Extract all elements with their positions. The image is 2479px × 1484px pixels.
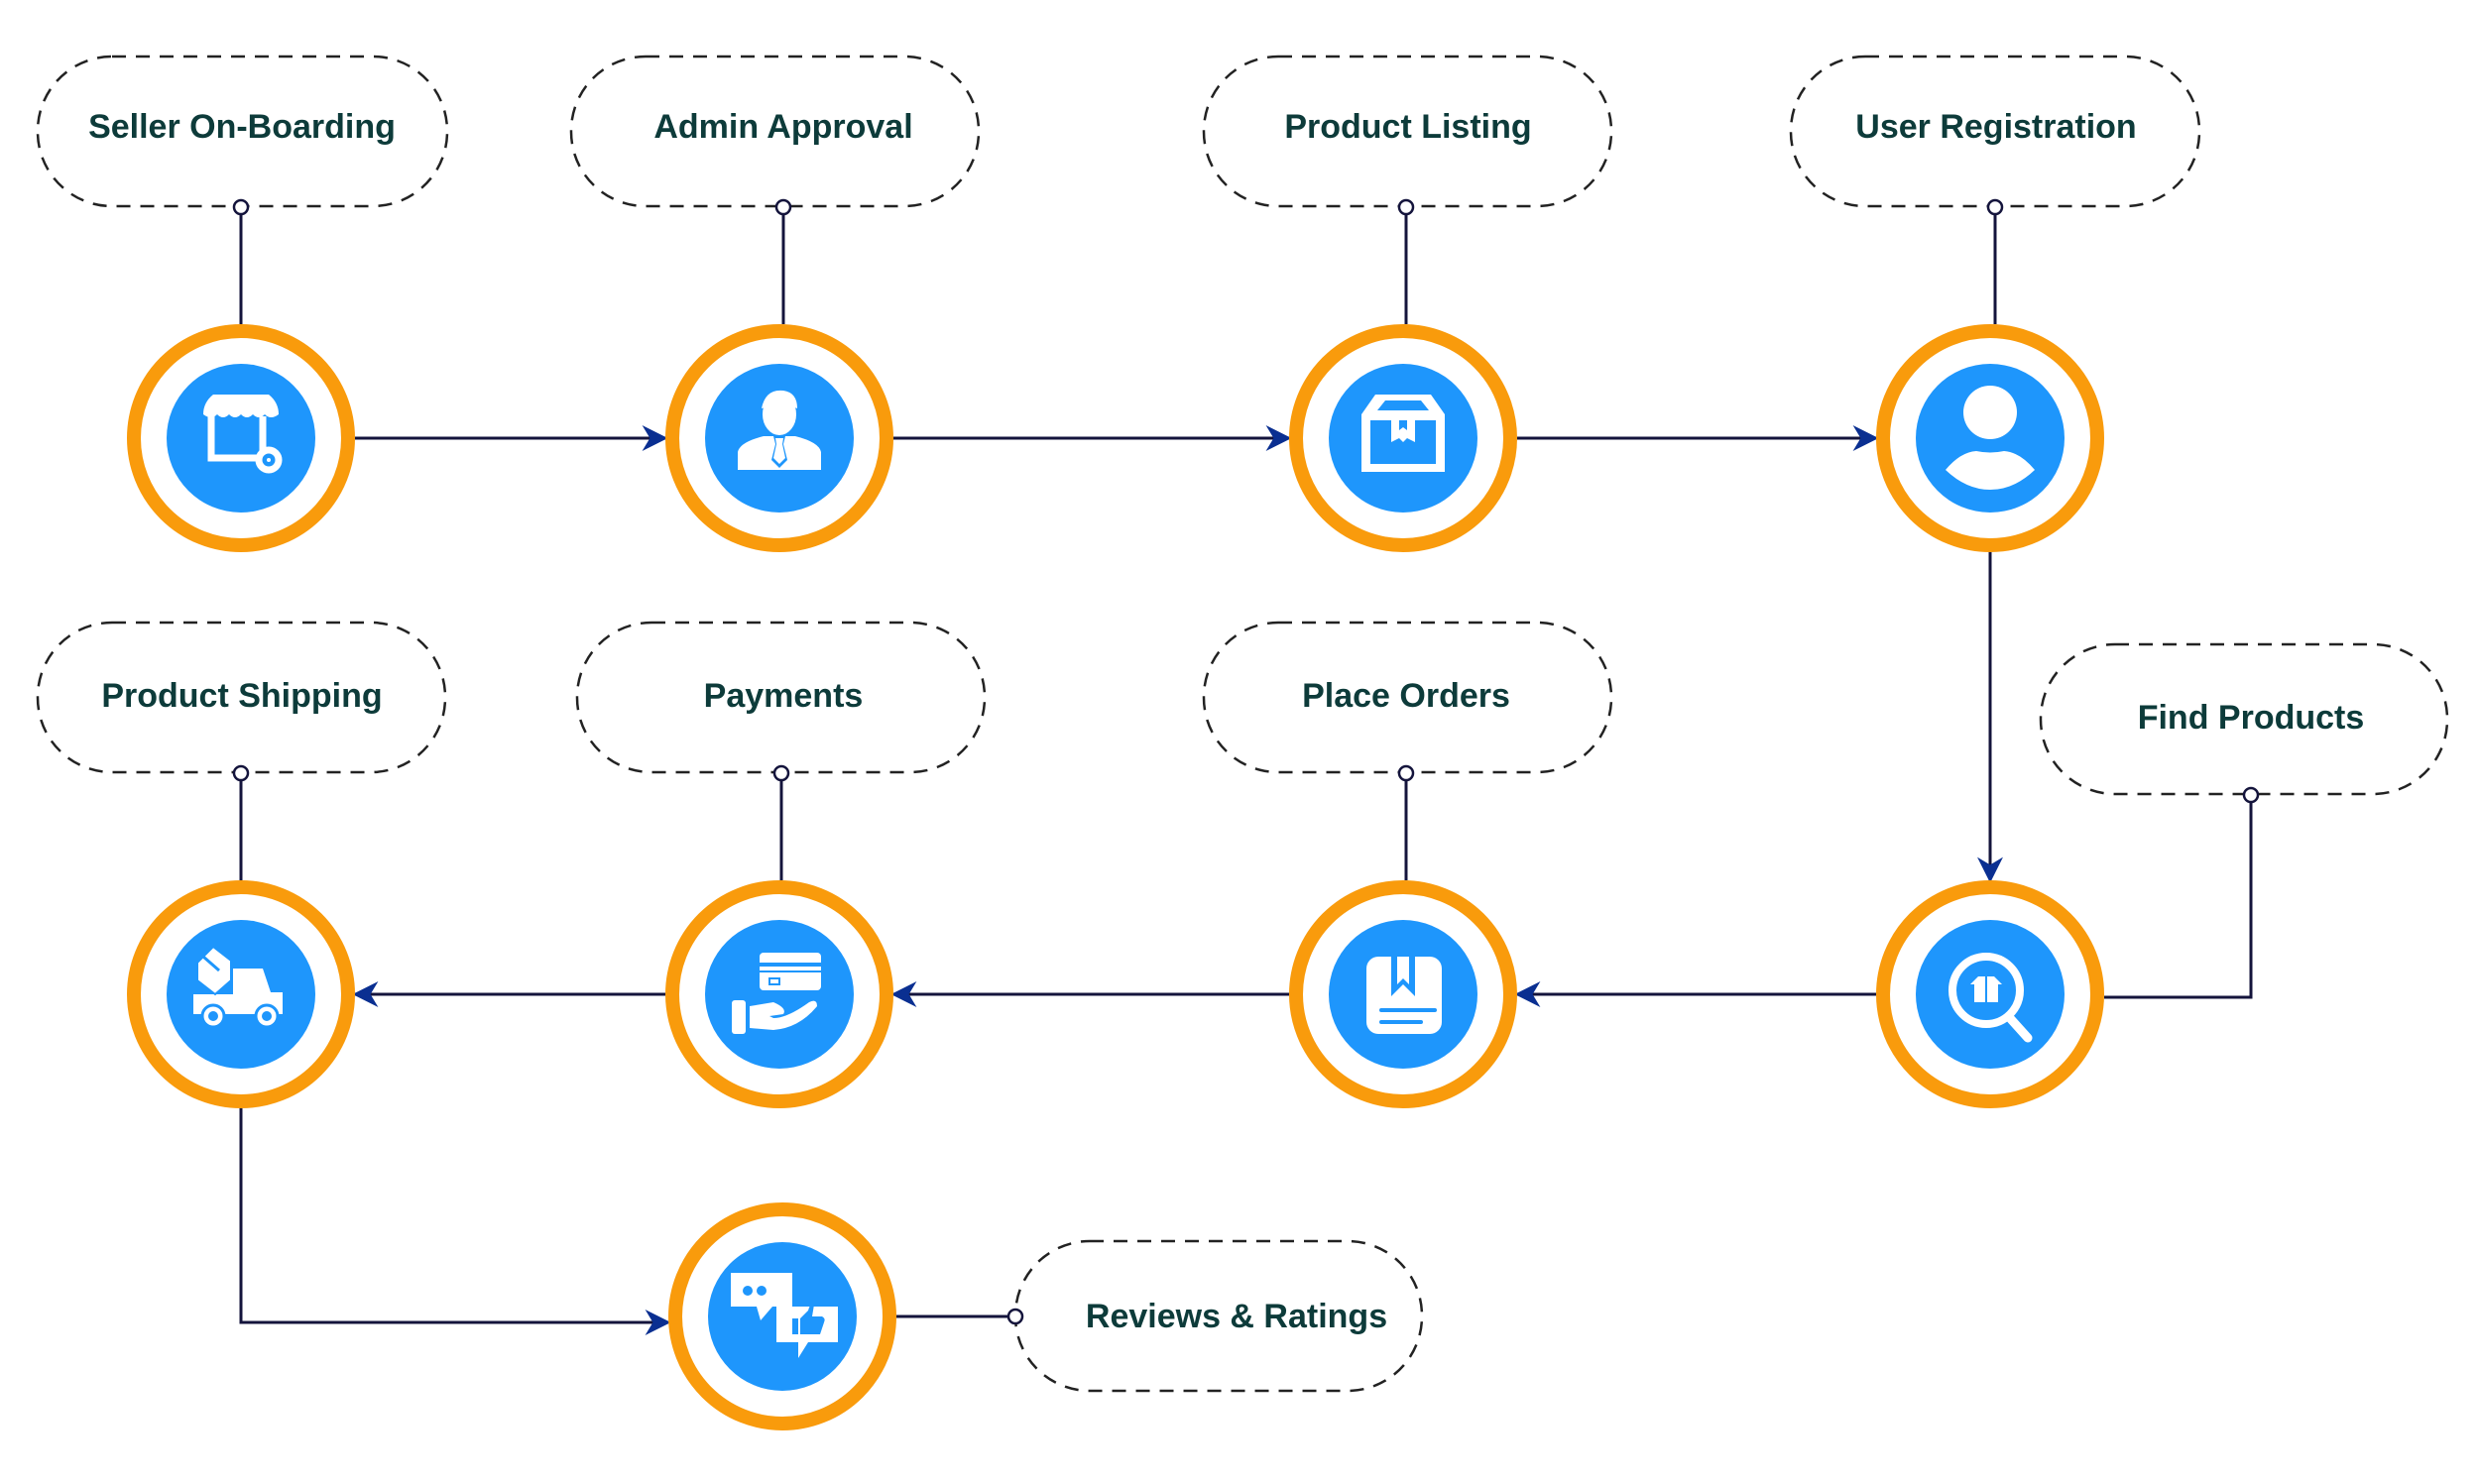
label-pill-find-products: Find Products bbox=[2039, 642, 2449, 804]
label-admin-approval: Admin Approval bbox=[653, 108, 912, 146]
label-product-listing: Product Listing bbox=[1284, 108, 1531, 146]
label-pill-payments: Payments bbox=[575, 621, 987, 782]
flow-connectors bbox=[239, 425, 2003, 1335]
connector-dot bbox=[1397, 764, 1415, 782]
connector-dot bbox=[774, 198, 792, 216]
node-user-registration bbox=[1876, 324, 2104, 552]
node-admin-approval bbox=[665, 324, 893, 552]
node-reviews-ratings bbox=[668, 1202, 896, 1430]
label-reviews-ratings: Reviews & Ratings bbox=[1086, 1298, 1387, 1335]
arrow-shipping-to-reviews bbox=[239, 1108, 671, 1335]
node-find-products bbox=[1876, 880, 2104, 1108]
label-find-products: Find Products bbox=[2138, 699, 2365, 737]
node-product-listing bbox=[1289, 324, 1517, 552]
label-product-shipping: Product Shipping bbox=[101, 677, 382, 715]
connector-dot bbox=[1986, 198, 2004, 216]
label-link-find bbox=[2104, 800, 2253, 999]
order-bookmark-icon bbox=[1366, 957, 1442, 1034]
label-pill-user-registration: User Registration bbox=[1789, 55, 2201, 216]
businessman-icon bbox=[738, 390, 821, 470]
connector-dot bbox=[232, 764, 250, 782]
connector-dot bbox=[232, 198, 250, 216]
label-pill-seller-onboarding: Seller On-Boarding bbox=[36, 55, 449, 216]
label-pill-product-shipping: Product Shipping bbox=[36, 621, 447, 782]
connector-dot bbox=[2242, 786, 2260, 804]
package-box-icon bbox=[1361, 395, 1445, 472]
delivery-truck-icon bbox=[193, 945, 283, 1029]
node-payments bbox=[665, 880, 893, 1108]
node-product-shipping bbox=[127, 880, 355, 1108]
chat-thumbs-up-icon bbox=[731, 1273, 838, 1358]
store-cart-icon bbox=[203, 395, 283, 474]
node-seller-onboarding bbox=[127, 324, 355, 552]
node-place-orders bbox=[1289, 880, 1517, 1108]
search-box-icon bbox=[1948, 953, 2033, 1043]
label-payments: Payments bbox=[704, 677, 864, 715]
label-place-orders: Place Orders bbox=[1302, 677, 1510, 715]
label-pill-product-listing: Product Listing bbox=[1202, 55, 1613, 216]
connector-dot bbox=[1006, 1308, 1024, 1325]
label-pill-reviews-ratings: Reviews & Ratings bbox=[1006, 1239, 1424, 1393]
card-hand-payment-icon bbox=[732, 953, 821, 1034]
label-pill-admin-approval: Admin Approval bbox=[569, 55, 981, 216]
label-seller-onboarding: Seller On-Boarding bbox=[88, 108, 396, 146]
label-connectors bbox=[239, 213, 2253, 1318]
label-user-registration: User Registration bbox=[1855, 108, 2136, 146]
label-pill-place-orders: Place Orders bbox=[1202, 621, 1613, 782]
connector-dot bbox=[772, 764, 790, 782]
user-profile-icon bbox=[1946, 386, 2035, 490]
connector-dot bbox=[1397, 198, 1415, 216]
